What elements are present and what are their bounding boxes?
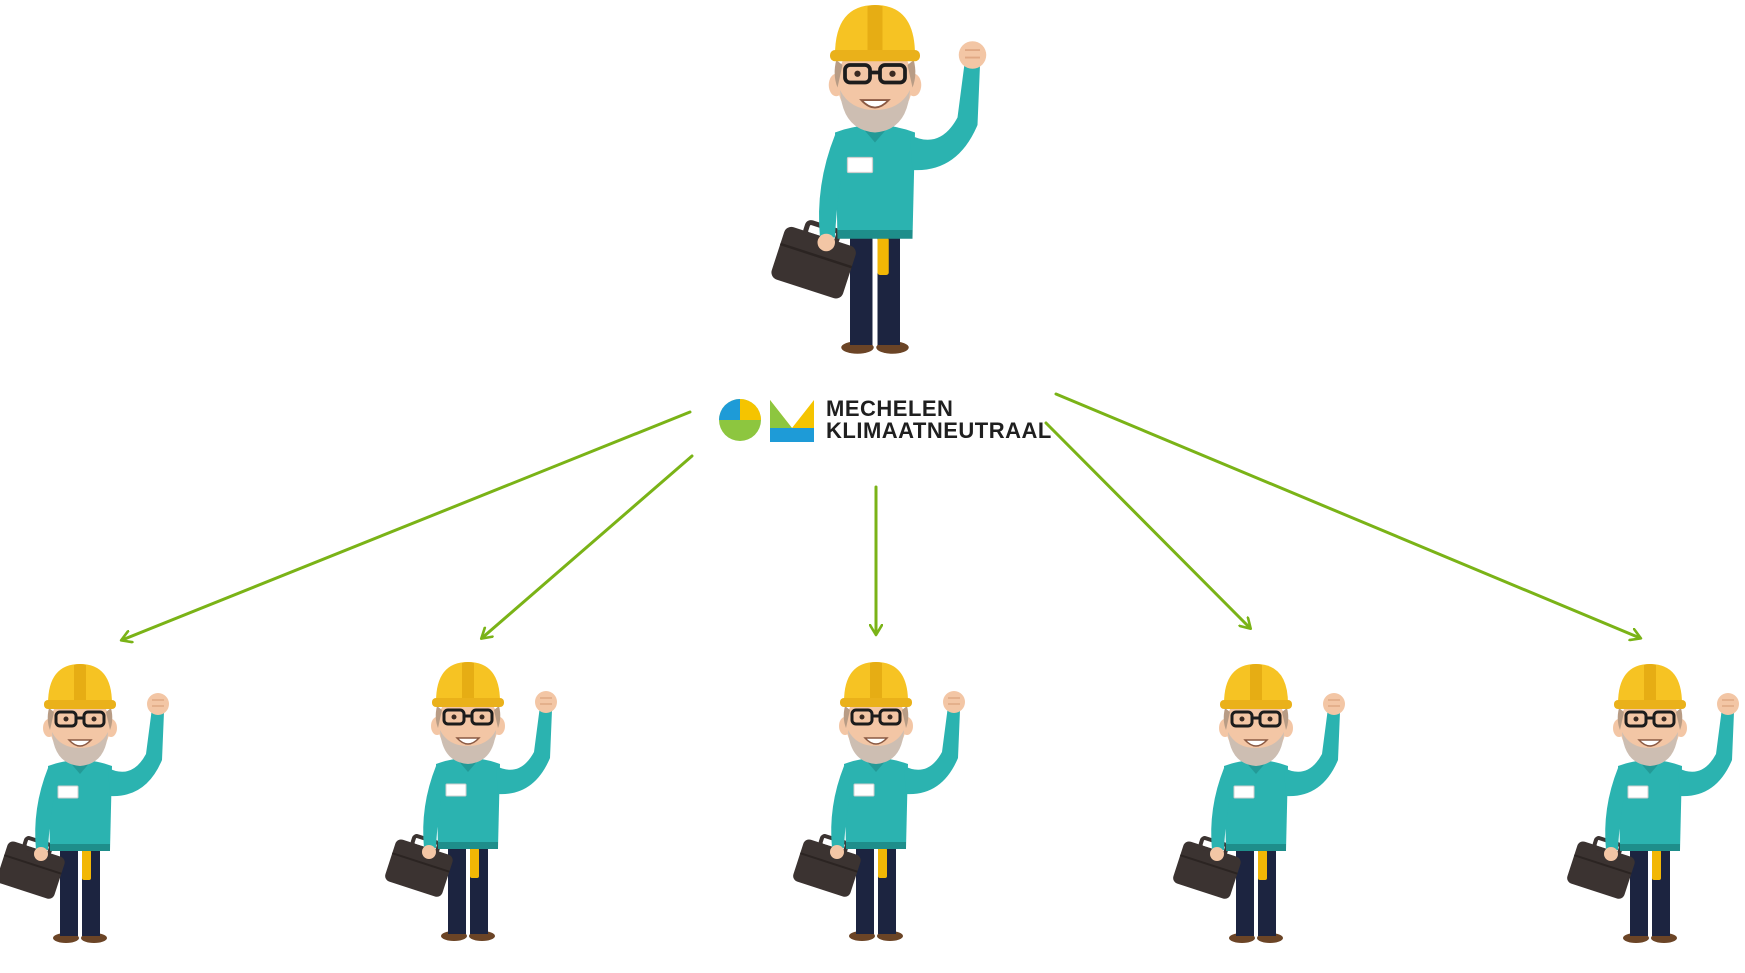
arrow-to-worker-2 bbox=[482, 454, 694, 638]
mechelen-logo-icon bbox=[719, 399, 814, 442]
logo-line-2: KLIMAATNEUTRAAL bbox=[826, 418, 1052, 443]
mechelen-logo: MECHELEN KLIMAATNEUTRAAL bbox=[826, 398, 1052, 442]
arrow-to-worker-1 bbox=[122, 410, 692, 640]
arrows bbox=[122, 392, 1640, 640]
coordinator-worker-figure bbox=[769, 5, 986, 354]
worker-figure-1 bbox=[0, 662, 171, 945]
arrow-to-worker-5 bbox=[1054, 392, 1640, 638]
arrow-to-worker-4 bbox=[1044, 421, 1250, 628]
logo-line-1: MECHELEN bbox=[826, 396, 954, 421]
worker-figure-4 bbox=[1169, 662, 1347, 945]
worker-figure-3 bbox=[789, 660, 967, 943]
logo-wordmark: MECHELEN KLIMAATNEUTRAAL bbox=[826, 398, 1052, 442]
worker-figure-2 bbox=[381, 660, 559, 943]
worker-figure-5 bbox=[1563, 662, 1741, 945]
